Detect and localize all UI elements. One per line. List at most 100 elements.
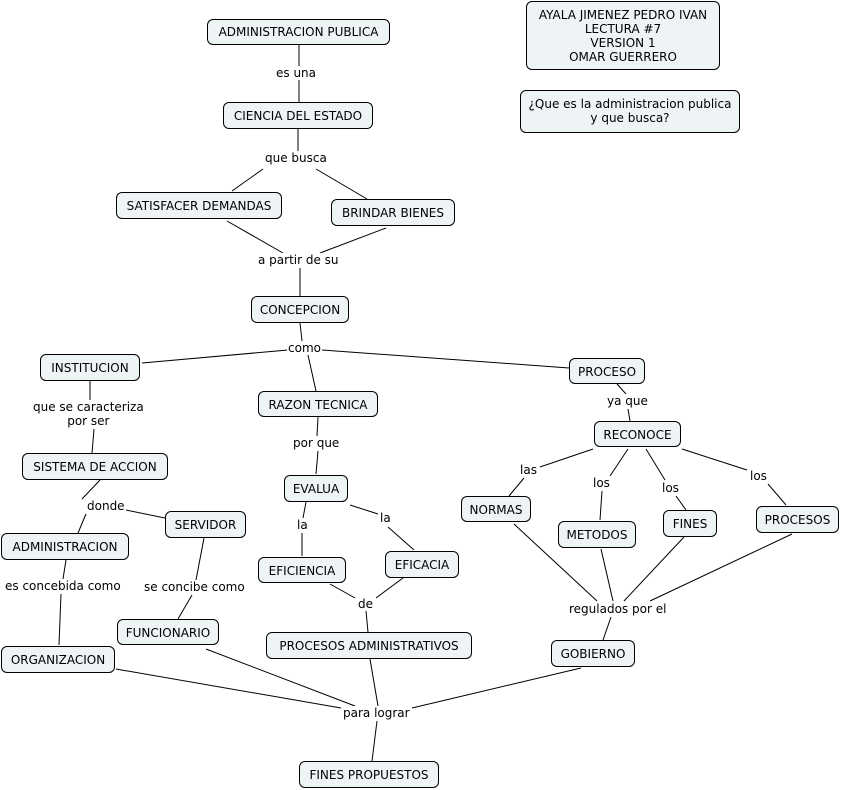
- node-procesos[interactable]: PROCESOS: [756, 506, 839, 533]
- connector-line: [307, 354, 317, 392]
- node-fines-propuestos[interactable]: FINES PROPUESTOS: [299, 761, 439, 788]
- node-author-info[interactable]: AYALA JIMENEZ PEDRO IVAN LECTURA #7 VERS…: [526, 1, 720, 70]
- connector-line: [231, 168, 264, 192]
- connector-line: [602, 616, 612, 641]
- node-reconoce[interactable]: RECONOCE: [594, 421, 681, 447]
- node-label: FINES: [672, 517, 708, 531]
- node-proceso[interactable]: PROCESO: [569, 358, 645, 384]
- connector-line: [177, 594, 193, 620]
- connector-line: [321, 349, 570, 369]
- link-para-lograr: para lograr: [342, 706, 411, 720]
- author-name: AYALA JIMENEZ PEDRO IVAN: [538, 8, 708, 22]
- connector-line: [609, 448, 629, 477]
- connector-line: [508, 477, 525, 497]
- node-concepcion[interactable]: CONCEPCION: [251, 296, 349, 323]
- node-label: BRINDAR BIENES: [341, 206, 444, 220]
- link-los-fines: los: [661, 481, 680, 495]
- node-label: SATISFACER DEMANDAS: [126, 199, 272, 213]
- node-label: NORMAS: [469, 503, 523, 517]
- connector-line: [299, 322, 303, 342]
- node-fines[interactable]: FINES: [663, 510, 717, 537]
- link-se-concibe-como: se concibe como: [143, 580, 246, 594]
- node-label: EFICACIA: [394, 558, 450, 572]
- link-line: por ser: [67, 414, 110, 428]
- node-servidor[interactable]: SERVIDOR: [165, 511, 246, 538]
- question-line: ¿Que es la administracion publica: [528, 97, 732, 111]
- node-ciencia-del-estado[interactable]: CIENCIA DEL ESTADO: [223, 102, 373, 129]
- connector-line: [329, 583, 356, 599]
- node-procesos-administrativos[interactable]: PROCESOS ADMINISTRATIVOS: [266, 632, 472, 659]
- node-label: GOBIERNO: [560, 647, 626, 661]
- node-label: SERVIDOR: [174, 518, 237, 532]
- node-razon-tecnica[interactable]: RAZON TECNICA: [258, 391, 378, 417]
- link-line: que se caracteriza: [33, 400, 144, 414]
- connector-line: [599, 490, 603, 521]
- connector-line: [369, 658, 379, 707]
- node-satisfacer-demandas[interactable]: SATISFACER DEMANDAS: [116, 192, 282, 219]
- link-los-procesos: los: [749, 469, 768, 483]
- node-label: ADMINISTRACION PUBLICA: [218, 25, 379, 39]
- node-label: METODOS: [566, 528, 628, 542]
- connector-line: [539, 448, 594, 468]
- node-label: FINES PROPUESTOS: [309, 768, 429, 782]
- connector-line: [767, 483, 787, 506]
- link-que-busca: que busca: [264, 151, 328, 165]
- link-es-concebida-como: es concebida como: [4, 579, 122, 593]
- connector-line: [91, 428, 95, 454]
- question-line: y que busca?: [590, 111, 670, 125]
- connector-line: [675, 495, 687, 511]
- node-label: FUNCIONARIO: [125, 626, 211, 640]
- node-organizacion[interactable]: ORGANIZACION: [1, 646, 115, 673]
- connector-line: [349, 504, 379, 515]
- node-funcionario[interactable]: FUNCIONARIO: [117, 619, 219, 645]
- node-label: RECONOCE: [603, 428, 672, 442]
- connector-line: [62, 559, 67, 580]
- connector-line: [513, 523, 598, 602]
- node-eficacia[interactable]: EFICACIA: [385, 551, 459, 578]
- node-label: INSTITUCION: [51, 361, 129, 375]
- node-normas[interactable]: NORMAS: [461, 496, 531, 522]
- node-administracion-publica[interactable]: ADMINISTRACION PUBLICA: [207, 19, 390, 45]
- link-es-una: es una: [275, 66, 318, 80]
- node-label: CIENCIA DEL ESTADO: [233, 109, 363, 123]
- teacher-name: OMAR GUERRERO: [569, 50, 677, 64]
- connector-line: [302, 501, 307, 519]
- lecture-number: LECTURA #7: [584, 22, 662, 36]
- node-label: SISTEMA DE ACCION: [33, 460, 157, 474]
- link-donde: donde: [86, 499, 126, 513]
- connector-line: [141, 349, 289, 364]
- link-por-que: por que: [292, 436, 341, 450]
- node-focus-question[interactable]: ¿Que es la administracion publica y que …: [520, 90, 740, 133]
- connector-line: [387, 526, 415, 551]
- node-evalua[interactable]: EVALUA: [284, 475, 348, 502]
- node-label: PROCESO: [577, 365, 637, 379]
- node-eficiencia[interactable]: EFICIENCIA: [258, 557, 346, 583]
- connector-line: [600, 548, 614, 602]
- connector-line: [77, 513, 87, 534]
- node-institucion[interactable]: INSTITUCION: [40, 354, 140, 381]
- connector-line: [316, 416, 319, 437]
- node-label: ADMINISTRACION: [12, 540, 118, 554]
- node-brindar-bienes[interactable]: BRINDAR BIENES: [331, 199, 455, 226]
- link-la-eficacia: la: [379, 511, 392, 525]
- connector-line: [315, 168, 368, 200]
- connector-line: [623, 536, 685, 602]
- connector-line: [195, 537, 205, 581]
- node-administracion[interactable]: ADMINISTRACION: [1, 533, 129, 560]
- connector-line: [319, 227, 387, 254]
- node-label: PROCESOS: [764, 513, 831, 527]
- node-gobierno[interactable]: GOBIERNO: [551, 640, 635, 667]
- connector-line: [81, 479, 101, 500]
- connector-line: [315, 450, 319, 475]
- link-las: las: [519, 463, 538, 477]
- node-label: PROCESOS ADMINISTRATIVOS: [279, 639, 459, 653]
- link-de: de: [357, 597, 374, 611]
- connector-line: [411, 667, 582, 709]
- node-label: CONCEPCION: [259, 303, 341, 317]
- node-sistema-de-accion[interactable]: SISTEMA DE ACCION: [22, 453, 168, 480]
- node-label: ORGANIZACION: [10, 653, 106, 667]
- connector-line: [645, 448, 666, 481]
- connector-line: [649, 533, 793, 602]
- node-metodos[interactable]: METODOS: [558, 521, 636, 548]
